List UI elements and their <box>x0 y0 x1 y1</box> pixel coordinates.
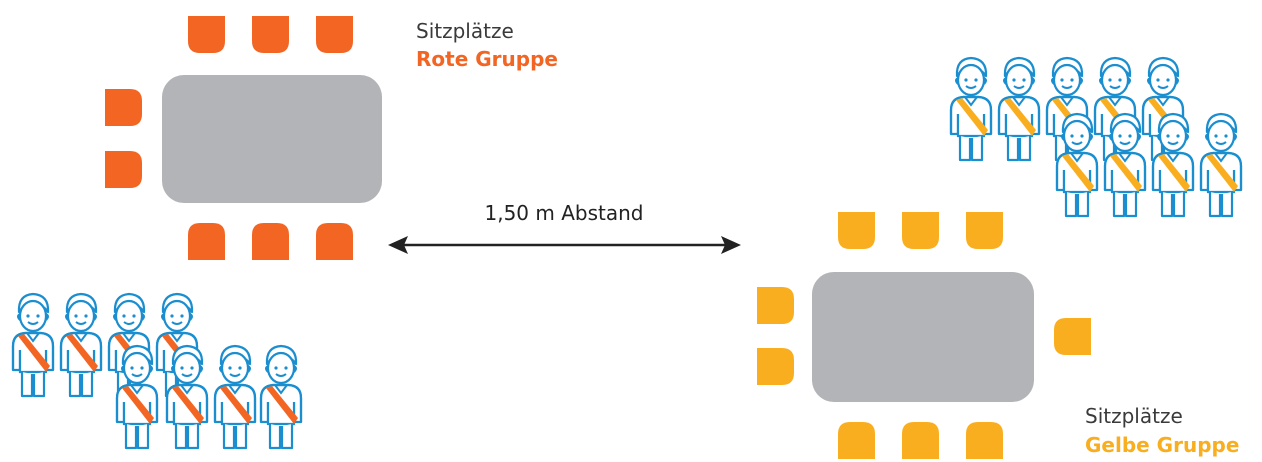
person-with-sash-icon <box>997 56 1041 162</box>
rote-gruppe-seat <box>188 223 225 260</box>
gelbe-gruppe-seat <box>1054 318 1091 355</box>
rote-gruppe-seats-label: Sitzplätze <box>416 19 514 43</box>
gelbe-gruppe-seat <box>966 422 1003 459</box>
person-with-sash-icon <box>11 292 55 398</box>
person-with-sash-icon <box>1103 112 1147 218</box>
distance-label: 1,50 m Abstand <box>485 201 644 225</box>
gelbe-gruppe-seat <box>757 287 794 324</box>
rote-gruppe-seat <box>252 16 289 53</box>
gelbe-gruppe-seat <box>838 422 875 459</box>
distance-indicator: 1,50 m Abstand <box>388 201 741 254</box>
person-with-sash-icon <box>165 344 209 450</box>
rote-gruppe-people <box>11 292 303 450</box>
person-with-sash-icon <box>1199 112 1243 218</box>
gelbe-gruppe-seat <box>902 422 939 459</box>
gelbe-gruppe-name: Gelbe Gruppe <box>1085 433 1239 457</box>
rote-gruppe-seat <box>188 16 225 53</box>
person-with-sash-icon <box>115 344 159 450</box>
rote-gruppe-table <box>162 75 382 203</box>
gelbe-gruppe-seats-label: Sitzplätze <box>1085 404 1183 428</box>
person-with-sash-icon <box>949 56 993 162</box>
gelbe-gruppe-seat <box>838 212 875 249</box>
rote-gruppe-seat <box>105 151 142 188</box>
rote-gruppe-seat <box>316 223 353 260</box>
rote-gruppe-seat <box>252 223 289 260</box>
person-with-sash-icon <box>259 344 303 450</box>
person-with-sash-icon <box>59 292 103 398</box>
rote-gruppe-seat <box>316 16 353 53</box>
arrow-head-right <box>721 236 741 254</box>
arrow-head-left <box>388 236 408 254</box>
person-with-sash-icon <box>1151 112 1195 218</box>
gelbe-gruppe-seat <box>966 212 1003 249</box>
rote-gruppe-table-area <box>105 16 382 260</box>
gelbe-gruppe-seat <box>902 212 939 249</box>
rote-gruppe-seat <box>105 89 142 126</box>
person-with-sash-icon <box>1055 112 1099 218</box>
gelbe-gruppe-table-area <box>757 212 1091 459</box>
gelbe-gruppe-table <box>812 272 1034 402</box>
gelbe-gruppe-people <box>949 56 1243 218</box>
gelbe-gruppe-seat <box>757 348 794 385</box>
rote-gruppe-name: Rote Gruppe <box>416 47 558 71</box>
person-with-sash-icon <box>213 344 257 450</box>
